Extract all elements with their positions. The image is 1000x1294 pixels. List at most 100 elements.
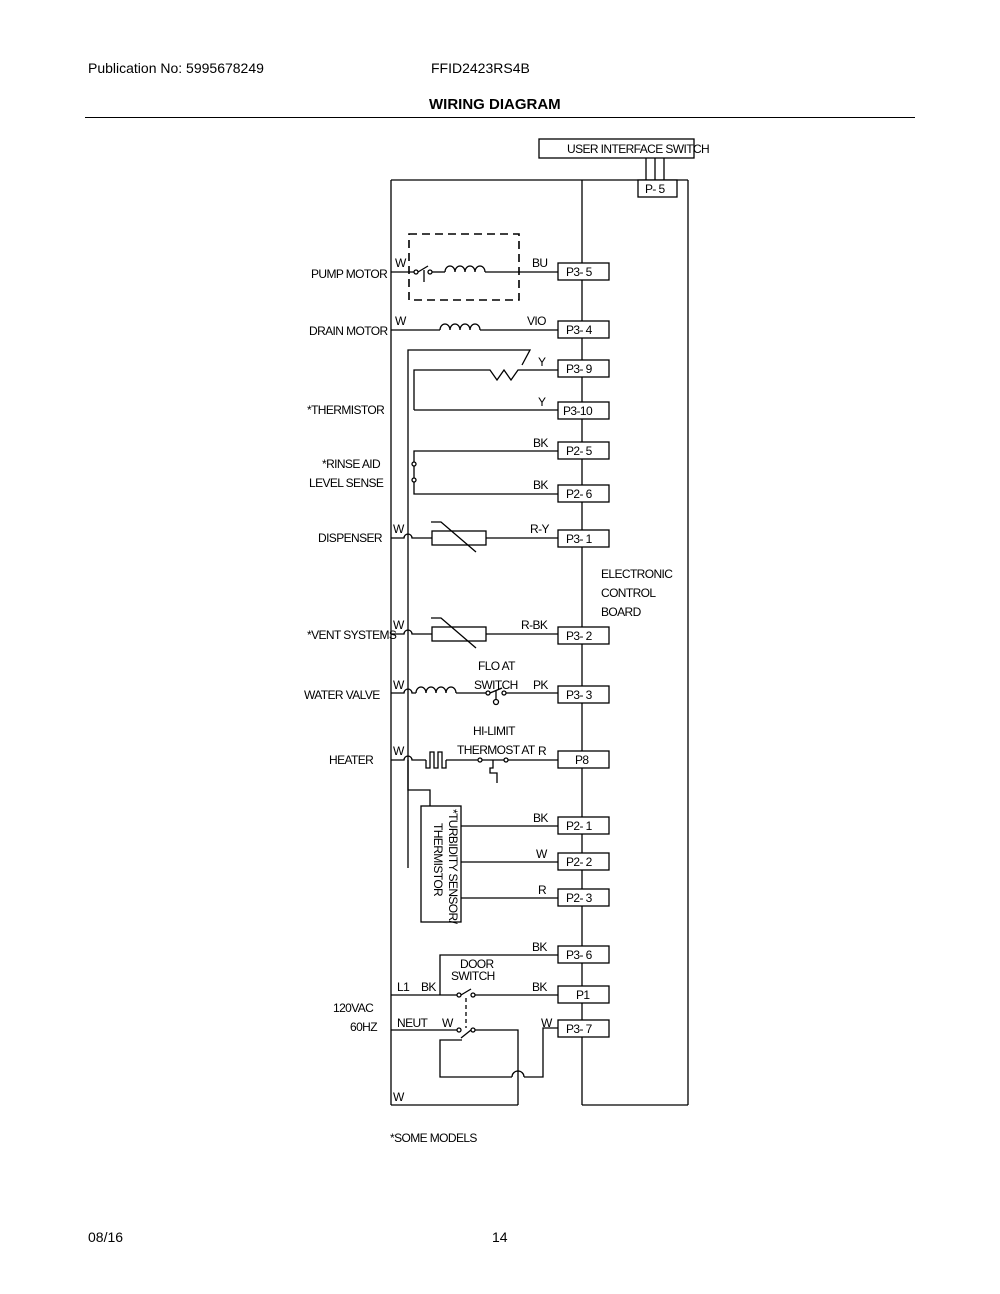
rinse-contact-top bbox=[411, 461, 417, 467]
hi-limit-label-1: HI-LIMIT bbox=[473, 724, 516, 738]
connector-p3-6-label: P3- 6 bbox=[566, 948, 593, 962]
thermistor-label: *THERMISTOR bbox=[307, 403, 385, 417]
user-interface-switch-box bbox=[538, 138, 695, 159]
rinse-wire-bk2: BK bbox=[533, 478, 548, 492]
rinse-aid-label-2: LEVEL SENSE bbox=[309, 476, 384, 490]
connector-p3-2 bbox=[557, 626, 610, 645]
therm-wire-y2: Y bbox=[538, 395, 546, 409]
connector-p3-1-label: P3- 1 bbox=[566, 532, 593, 546]
neut-switch-blade bbox=[460, 1029, 472, 1039]
pump-motor-enclosure bbox=[408, 233, 520, 301]
float-switch-contact-2 bbox=[501, 690, 507, 696]
neut-label: NEUT bbox=[397, 1016, 429, 1030]
hi-limit-contact-1 bbox=[477, 757, 483, 763]
pump-switch-contact-2 bbox=[427, 269, 433, 275]
door-switch-label-1: DOOR bbox=[460, 957, 495, 971]
connector-p2-2-label: P2- 2 bbox=[566, 855, 593, 869]
drain-wire-vio: VIO bbox=[527, 314, 546, 328]
dispenser-variable-mark bbox=[431, 521, 477, 553]
connector-boxes bbox=[557, 262, 610, 1038]
connector-p2-1-label: P2- 1 bbox=[566, 819, 593, 833]
turbidity-feed-wire bbox=[407, 760, 431, 806]
connector-p3-5-label: P3- 5 bbox=[566, 265, 593, 279]
door-wire-bk-top: BK bbox=[532, 940, 547, 954]
connector-p3-3-label: P3- 3 bbox=[566, 688, 593, 702]
turb-wire-r: R bbox=[538, 883, 547, 897]
heater-wire-w: W bbox=[393, 744, 405, 758]
therm-loop-wire bbox=[407, 349, 532, 868]
connector-labels: P3- 5 P3- 4 P3- 9 P3-10 P2- 5 P2- 6 P3- … bbox=[563, 265, 594, 1036]
vent-wire-left bbox=[391, 629, 432, 635]
vent-variable-mark bbox=[431, 617, 477, 649]
pump-motor-label: PUMP MOTOR bbox=[311, 267, 388, 281]
neut-switch-contact-2 bbox=[470, 1027, 476, 1033]
connector-p3-7-label: P3- 7 bbox=[566, 1022, 593, 1036]
ecb-label-1: ELECTRONIC bbox=[601, 567, 673, 581]
model-number: FFID2423RS4B bbox=[431, 60, 530, 76]
connector-p3-10-label: P3-10 bbox=[563, 404, 593, 418]
dispenser-label: DISPENSER bbox=[318, 531, 383, 545]
thermistor-element bbox=[413, 368, 558, 410]
turb-wire-bk: BK bbox=[533, 811, 548, 825]
water-valve-label: WATER VALVE bbox=[304, 688, 380, 702]
pump-wire-w: W bbox=[395, 256, 407, 270]
door-wire-bk-p1: BK bbox=[532, 980, 547, 994]
connector-p3-2-label: P3- 2 bbox=[566, 629, 593, 643]
door-switch-label-2: SWITCH bbox=[451, 969, 495, 983]
turbidity-sensor-box bbox=[420, 805, 462, 923]
hi-limit-contact-2 bbox=[503, 757, 509, 763]
connector-p3-3 bbox=[557, 685, 610, 704]
float-switch-float bbox=[492, 698, 500, 706]
pump-motor-coil bbox=[444, 265, 486, 273]
neut-switch-contact-1 bbox=[456, 1027, 462, 1033]
connector-p2-6-label: P2- 6 bbox=[566, 487, 593, 501]
connector-p1-label: P1 bbox=[576, 988, 590, 1002]
rinse-wire-bk1: BK bbox=[533, 436, 548, 450]
disp-wire-w: W bbox=[393, 522, 405, 536]
ecb-label-2: CONTROL bbox=[601, 586, 656, 600]
publication-number: Publication No: 5995678249 bbox=[88, 60, 264, 76]
neut-wire-p3-7 bbox=[524, 1027, 558, 1078]
water-valve-coil bbox=[415, 686, 457, 694]
connector-p5 bbox=[637, 179, 678, 198]
valve-wire-pk: PK bbox=[533, 678, 548, 692]
hi-limit-bimetal bbox=[489, 760, 498, 783]
connector-p3-9-label: P3- 9 bbox=[566, 362, 593, 376]
pump-wire-bu: BU bbox=[532, 256, 547, 270]
page-title: WIRING DIAGRAM bbox=[429, 96, 561, 113]
l1-label: L1 bbox=[397, 980, 410, 994]
pump-switch-contact bbox=[413, 269, 419, 275]
connector-p5-label: P- 5 bbox=[645, 182, 666, 196]
float-switch-blade bbox=[489, 687, 503, 694]
rinse-wire-bottom bbox=[413, 482, 558, 495]
ecb-label-3: BOARD bbox=[601, 605, 642, 619]
some-models-note: *SOME MODELS bbox=[390, 1131, 477, 1145]
heater-wire-left bbox=[391, 755, 426, 761]
connector-p3-9 bbox=[557, 359, 610, 378]
valve-wire-w: W bbox=[393, 678, 405, 692]
door-switch-blade bbox=[460, 988, 472, 996]
door-wire-p3-6 bbox=[439, 954, 558, 995]
title-rule bbox=[85, 117, 915, 118]
connector-p2-5-label: P2- 5 bbox=[566, 444, 593, 458]
hi-limit-label-2: THERMOST AT bbox=[457, 743, 536, 757]
heater-label: HEATER bbox=[329, 753, 374, 767]
turbidity-label-2: THERMISTOR bbox=[431, 823, 445, 897]
float-switch-contact-1 bbox=[485, 690, 491, 696]
heater-element bbox=[425, 751, 447, 769]
rinse-aid-label-1: *RINSE AID bbox=[322, 457, 381, 471]
neut-crossover bbox=[511, 1070, 525, 1078]
power-label-2: 60HZ bbox=[350, 1020, 377, 1034]
float-switch-label-2: SWITCH bbox=[474, 678, 518, 692]
l1-wire-bk: BK bbox=[421, 980, 436, 994]
neut-wire-drop bbox=[475, 1029, 519, 1105]
drain-wire-w: W bbox=[395, 314, 407, 328]
neut-wire-w: W bbox=[442, 1016, 454, 1030]
turb-wire-w: W bbox=[536, 847, 548, 861]
rinse-wire-top bbox=[413, 450, 558, 462]
user-interface-switch-label: USER INTERFACE SWITCH bbox=[567, 142, 709, 156]
bottom-wire-w: W bbox=[393, 1090, 405, 1104]
drain-motor-label: DRAIN MOTOR bbox=[309, 324, 388, 338]
disp-wire-left bbox=[391, 533, 432, 539]
therm-wire-y1: Y bbox=[538, 355, 546, 369]
